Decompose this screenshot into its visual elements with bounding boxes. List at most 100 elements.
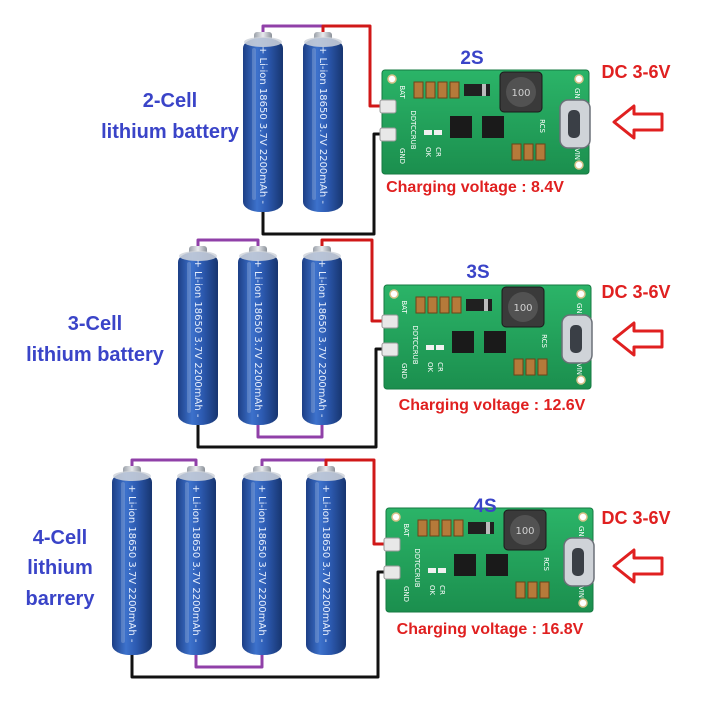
battery-highlight xyxy=(187,262,191,413)
battery-cell: + Li-ion 18650 3.7V 2200mAh - xyxy=(302,246,342,425)
battery-print-text: + Li-ion 18650 3.7V 2200mAh - xyxy=(257,46,268,204)
input-voltage-label: DC 3-6V xyxy=(601,282,670,302)
silk-gnd: GND xyxy=(402,586,410,602)
mounting-hole xyxy=(578,512,588,522)
battery-top-cap xyxy=(307,471,345,481)
silk-rcs: RCS xyxy=(540,334,548,348)
smd-resistor xyxy=(513,358,524,376)
silk-vin: VIN xyxy=(577,586,585,598)
mounting-hole xyxy=(578,598,588,608)
led-ok xyxy=(426,345,434,350)
mounting-hole xyxy=(387,74,397,84)
cell-count-label: 2-Cell xyxy=(143,90,197,112)
battery-body xyxy=(242,472,282,655)
smd-capacitor xyxy=(413,81,424,99)
battery-print-text: + Li-ion 18650 3.7V 2200mAh - xyxy=(126,485,137,643)
positive-wire xyxy=(321,24,386,108)
cell-count-label: barrery xyxy=(26,588,96,610)
charging-voltage-label: Charging voltage : 8.4V xyxy=(386,179,564,196)
inductor-core xyxy=(508,292,538,322)
series-link-wire xyxy=(260,458,328,472)
battery-highlight xyxy=(121,482,125,643)
mounting-hole xyxy=(574,160,584,170)
ic-chip xyxy=(486,554,508,576)
silk-model: DDTCCRUB xyxy=(409,110,417,149)
led-cr xyxy=(434,130,442,135)
silk-vin: VIN xyxy=(573,148,581,160)
smd-capacitor xyxy=(437,81,448,99)
input-voltage-label: DC 3-6V xyxy=(601,508,670,528)
cell-count-label: 4-Cell xyxy=(33,527,87,549)
mounting-hole xyxy=(389,289,399,299)
ic-chip xyxy=(484,331,506,353)
battery-highlight xyxy=(251,482,255,643)
battery-body xyxy=(178,252,218,425)
battery-top-cap xyxy=(239,251,277,261)
led-cr xyxy=(438,568,446,573)
battery-top-cap xyxy=(304,37,342,47)
silk-ok: OK xyxy=(426,362,434,373)
silk-cr: CR xyxy=(438,585,446,595)
ic-chip xyxy=(452,331,474,353)
silk-gnd: GND xyxy=(400,363,408,379)
battery-cell: + Li-ion 18650 3.7V 2200mAh - xyxy=(306,466,346,655)
smd-resistor xyxy=(525,358,536,376)
series-link-wire xyxy=(130,458,198,472)
battery-cell: + Li-ion 18650 3.7V 2200mAh - xyxy=(242,466,282,655)
silk-bat: BAT xyxy=(400,300,408,314)
battery-top-cap xyxy=(179,251,217,261)
silk-rcs: RCS xyxy=(542,557,550,571)
battery-body xyxy=(303,38,343,212)
silk-ok: OK xyxy=(424,147,432,158)
series-link-wire xyxy=(256,425,324,439)
bat-terminal xyxy=(379,99,397,114)
cell-count-label: 3-Cell xyxy=(68,313,122,335)
silk-bat: BAT xyxy=(402,523,410,537)
silk-vin: VIN xyxy=(575,363,583,375)
led-ok xyxy=(428,568,436,573)
positive-wire xyxy=(324,458,390,546)
battery-top-cap xyxy=(303,251,341,261)
mounting-hole xyxy=(576,289,586,299)
mounting-hole xyxy=(574,74,584,84)
cell-count-label: lithium battery xyxy=(26,344,165,366)
battery-print-text: + Li-ion 18650 3.7V 2200mAh - xyxy=(252,260,263,418)
led-ok xyxy=(424,130,432,135)
negative-wire xyxy=(261,132,386,236)
cell-count-label: lithium xyxy=(27,557,93,579)
input-voltage-label: DC 3-6V xyxy=(601,62,670,82)
smd-capacitor xyxy=(439,296,450,314)
diode xyxy=(468,522,494,534)
battery-print-text: + Li-ion 18650 3.7V 2200mAh - xyxy=(190,485,201,643)
usb-c-opening xyxy=(572,548,584,576)
bat-terminal xyxy=(383,537,401,552)
usb-c-opening xyxy=(570,325,582,353)
smd-capacitor xyxy=(427,296,438,314)
positive-wire xyxy=(320,238,388,323)
smd-resistor xyxy=(535,143,546,161)
silk-gnd: GND xyxy=(398,148,406,164)
battery-top-cap xyxy=(244,37,282,47)
silk-ok: OK xyxy=(428,585,436,596)
silk-gnd-right: GND xyxy=(577,526,585,542)
smd-capacitor xyxy=(441,519,452,537)
gnd-terminal xyxy=(381,342,399,357)
panel-4s: + Li-ion 18650 3.7V 2200mAh - + Li-ion 18… xyxy=(26,458,671,679)
input-arrow-icon xyxy=(612,104,664,140)
smd-capacitor xyxy=(425,81,436,99)
module-title: 4S xyxy=(473,496,496,517)
silk-cr: CR xyxy=(434,147,442,157)
gnd-terminal xyxy=(383,565,401,580)
silk-rcs: RCS xyxy=(538,119,546,133)
charging-voltage-label: Charging voltage : 16.8V xyxy=(397,621,584,638)
input-arrow-icon xyxy=(612,321,664,357)
led-cr xyxy=(436,345,444,350)
diode-band xyxy=(486,522,490,534)
battery-cell: + Li-ion 18650 3.7V 2200mAh - xyxy=(112,466,152,655)
battery-highlight xyxy=(312,48,316,200)
diode-band xyxy=(484,299,488,311)
